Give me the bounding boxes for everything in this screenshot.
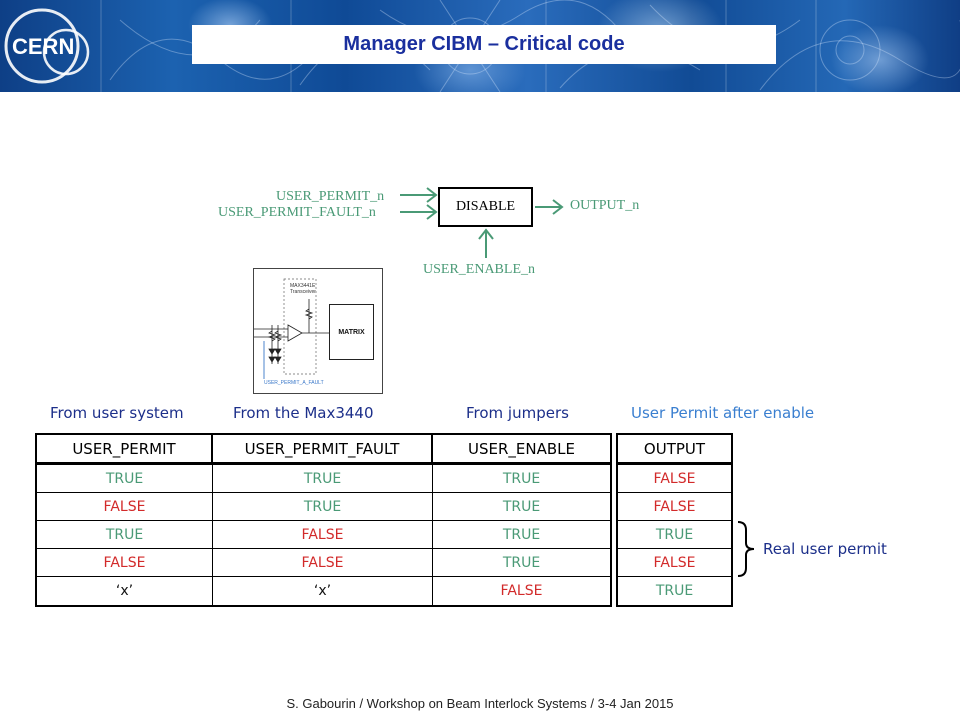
header-user-permit: USER_PERMIT	[37, 435, 213, 462]
output-label: OUTPUT_n	[570, 198, 640, 213]
curly-brace-icon	[737, 521, 755, 577]
table-row: TRUE	[618, 521, 731, 549]
cern-logo-icon: CERN	[0, 0, 100, 92]
source-user-system: From user system	[50, 404, 184, 422]
cern-logo-text: CERN	[12, 34, 74, 59]
header-banner: CERN Manager CIBM – Critical code	[0, 0, 960, 92]
source-user-permit-after-enable: User Permit after enable	[631, 404, 815, 422]
table-cell: FALSE	[37, 493, 213, 520]
table-cell: FALSE	[653, 470, 696, 487]
source-max3440: From the Max3440	[233, 404, 374, 422]
table-header-row: OUTPUT	[618, 435, 731, 465]
slide-footer: S. Gabourin / Workshop on Beam Interlock…	[286, 696, 674, 711]
slide-title: Manager CIBM – Critical code	[343, 33, 625, 55]
table-cell: TRUE	[502, 526, 541, 543]
table-cell: TRUE	[655, 583, 694, 599]
table-cell: TRUE	[213, 493, 433, 520]
transceiver-label-1: MAX3441E	[290, 283, 316, 289]
table-cell: ‘x’	[213, 577, 433, 605]
table-row: FALSE	[618, 465, 731, 493]
diagram-arrows	[400, 187, 564, 258]
real-user-permit-note: Real user permit	[763, 540, 887, 558]
title-box: Manager CIBM – Critical code	[192, 25, 776, 64]
table-row: TRUE TRUE TRUE	[37, 465, 610, 493]
disable-block-diagram: USER_PERMIT_n USER_PERMIT_FAULT_n DISABL…	[210, 180, 670, 280]
transceiver-schematic: MAX3441E Transceiver MATRIX USER_PERMIT_…	[253, 268, 383, 394]
header-user-permit-fault: USER_PERMIT_FAULT	[213, 435, 433, 462]
table-cell: FALSE	[213, 549, 433, 576]
table-row: FALSE	[618, 493, 731, 521]
transceiver-label-2: Transceiver	[290, 289, 316, 295]
matrix-block: MATRIX	[329, 304, 374, 360]
source-jumpers: From jumpers	[466, 404, 569, 422]
table-cell: ‘x’	[37, 577, 213, 605]
table-cell: TRUE	[37, 521, 213, 548]
table-cell: FALSE	[653, 554, 696, 571]
table-row: FALSE FALSE TRUE	[37, 549, 610, 577]
input-label-user-permit-fault: USER_PERMIT_FAULT_n	[218, 205, 376, 220]
header-user-enable: USER_ENABLE	[468, 439, 575, 458]
table-row: ‘x’ ‘x’ FALSE	[37, 577, 610, 605]
schematic-drawing	[254, 278, 329, 379]
table-cell: TRUE	[502, 498, 541, 515]
table-row: FALSE	[618, 549, 731, 577]
table-cell: FALSE	[500, 583, 543, 599]
truth-table-inputs: USER_PERMIT USER_PERMIT_FAULT USER_ENABL…	[35, 433, 612, 607]
table-cell: TRUE	[213, 465, 433, 492]
table-row: TRUE	[618, 577, 731, 605]
table-row: FALSE TRUE TRUE	[37, 493, 610, 521]
truth-table-output: OUTPUT FALSE FALSE TRUE FALSE TRUE	[616, 433, 733, 607]
table-header-row: USER_PERMIT USER_PERMIT_FAULT USER_ENABL…	[37, 435, 610, 465]
table-cell: FALSE	[653, 498, 696, 515]
table-cell: FALSE	[213, 521, 433, 548]
enable-label: USER_ENABLE_n	[423, 262, 535, 277]
disable-block: DISABLE	[438, 187, 533, 227]
input-label-user-permit: USER_PERMIT_n	[276, 189, 385, 204]
table-cell: TRUE	[502, 470, 541, 487]
table-cell: FALSE	[37, 549, 213, 576]
table-cell: TRUE	[37, 465, 213, 492]
table-row: TRUE FALSE TRUE	[37, 521, 610, 549]
table-cell: TRUE	[502, 554, 541, 571]
fault-signal-label: USER_PERMIT_A_FAULT	[264, 380, 324, 386]
table-cell: TRUE	[655, 526, 694, 543]
header-output: OUTPUT	[643, 439, 706, 458]
